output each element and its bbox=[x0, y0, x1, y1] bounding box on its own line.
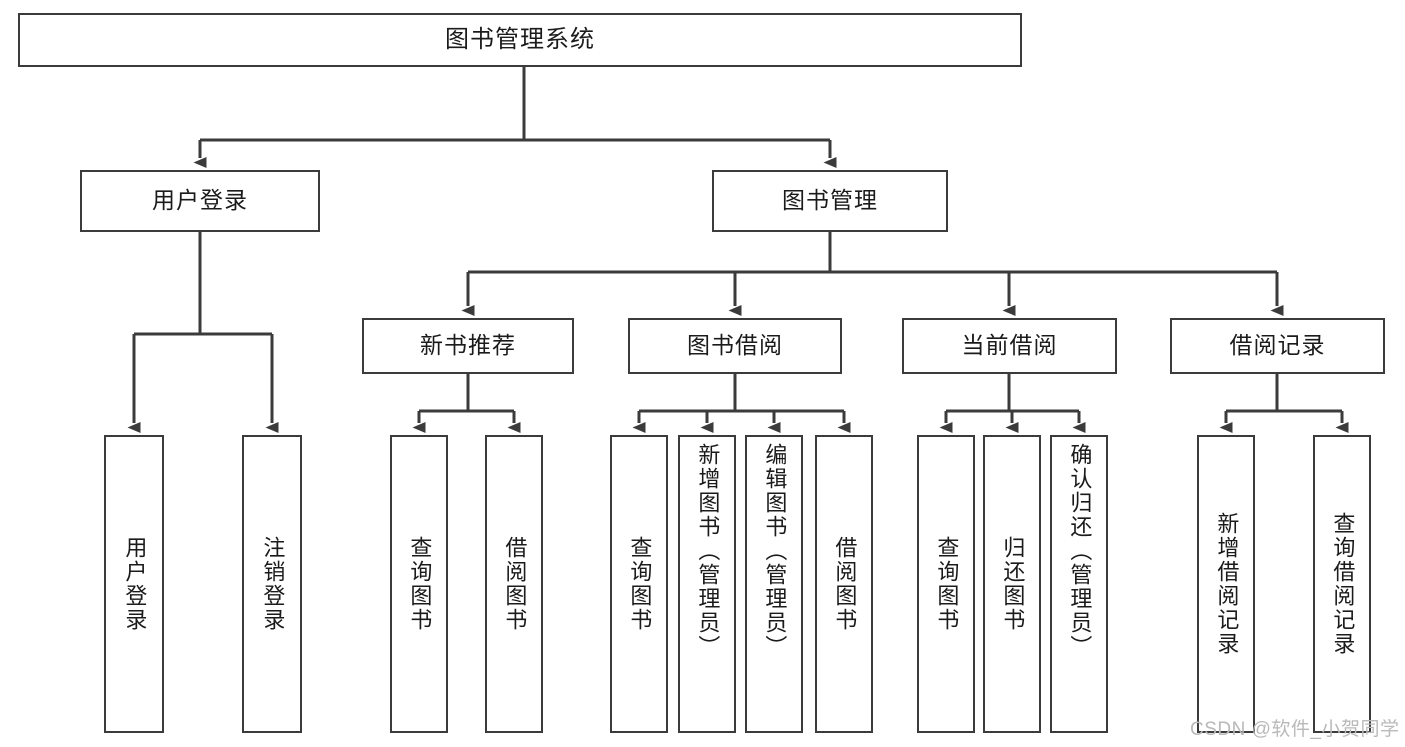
node-book-borrow[interactable]: 图书借阅 bbox=[628, 318, 842, 374]
leaf-label: 查询图书 bbox=[407, 536, 433, 632]
node-label: 借阅记录 bbox=[1229, 332, 1326, 359]
csdn-watermark: CSDN @软件_小贺同学 bbox=[1190, 719, 1400, 740]
node-new-book-recommend[interactable]: 新书推荐 bbox=[362, 318, 574, 374]
leaf-label: 借阅图书 bbox=[502, 536, 528, 632]
leaf-node-return-book[interactable]: 归还图书 bbox=[983, 435, 1041, 733]
leaf-node-borrow-book[interactable]: 借阅图书 bbox=[815, 435, 873, 733]
node-current-borrow[interactable]: 当前借阅 bbox=[902, 318, 1117, 374]
leaf-node-add-borrow-record[interactable]: 新增借阅记录 bbox=[1197, 435, 1255, 733]
leaf-label: 确认归还（管理员） bbox=[1067, 443, 1093, 659]
leaf-label: 借阅图书 bbox=[832, 536, 858, 632]
leaf-label: 新增图书（管理员） bbox=[695, 443, 721, 659]
leaf-label: 编辑图书（管理员） bbox=[762, 443, 788, 659]
node-root-system[interactable]: 图书管理系统 bbox=[18, 13, 1022, 67]
leaf-label: 用户登录 bbox=[122, 536, 148, 632]
leaf-label: 查询图书 bbox=[627, 536, 653, 632]
leaf-node-query-book-current[interactable]: 查询图书 bbox=[917, 435, 975, 733]
leaf-node-query-book-borrow[interactable]: 查询图书 bbox=[610, 435, 668, 733]
leaf-node-query-borrow-record[interactable]: 查询借阅记录 bbox=[1313, 435, 1371, 733]
node-label: 新书推荐 bbox=[420, 332, 516, 359]
leaf-label: 查询借阅记录 bbox=[1330, 512, 1356, 656]
leaf-node-query-book-recommend[interactable]: 查询图书 bbox=[390, 435, 448, 733]
leaf-label: 归还图书 bbox=[1000, 536, 1026, 632]
leaf-node-logout[interactable]: 注销登录 bbox=[242, 435, 302, 733]
leaf-label: 新增借阅记录 bbox=[1214, 512, 1240, 656]
node-label: 图书管理系统 bbox=[445, 25, 595, 53]
leaf-node-edit-book-admin[interactable]: 编辑图书（管理员） bbox=[745, 435, 803, 733]
leaf-label: 查询图书 bbox=[934, 536, 960, 632]
node-label: 图书借阅 bbox=[687, 332, 783, 359]
leaf-label: 注销登录 bbox=[260, 536, 286, 632]
node-book-management[interactable]: 图书管理 bbox=[712, 170, 948, 232]
leaf-node-add-book-admin[interactable]: 新增图书（管理员） bbox=[678, 435, 736, 733]
node-label: 当前借阅 bbox=[961, 332, 1058, 359]
leaf-node-borrow-book-recommend[interactable]: 借阅图书 bbox=[485, 435, 543, 733]
node-label: 图书管理 bbox=[782, 187, 878, 214]
node-label: 用户登录 bbox=[152, 187, 248, 214]
node-borrow-record[interactable]: 借阅记录 bbox=[1170, 318, 1385, 374]
leaf-node-user-login[interactable]: 用户登录 bbox=[104, 435, 164, 733]
leaf-node-confirm-return-admin[interactable]: 确认归还（管理员） bbox=[1050, 435, 1108, 733]
node-user-login[interactable]: 用户登录 bbox=[80, 170, 320, 232]
